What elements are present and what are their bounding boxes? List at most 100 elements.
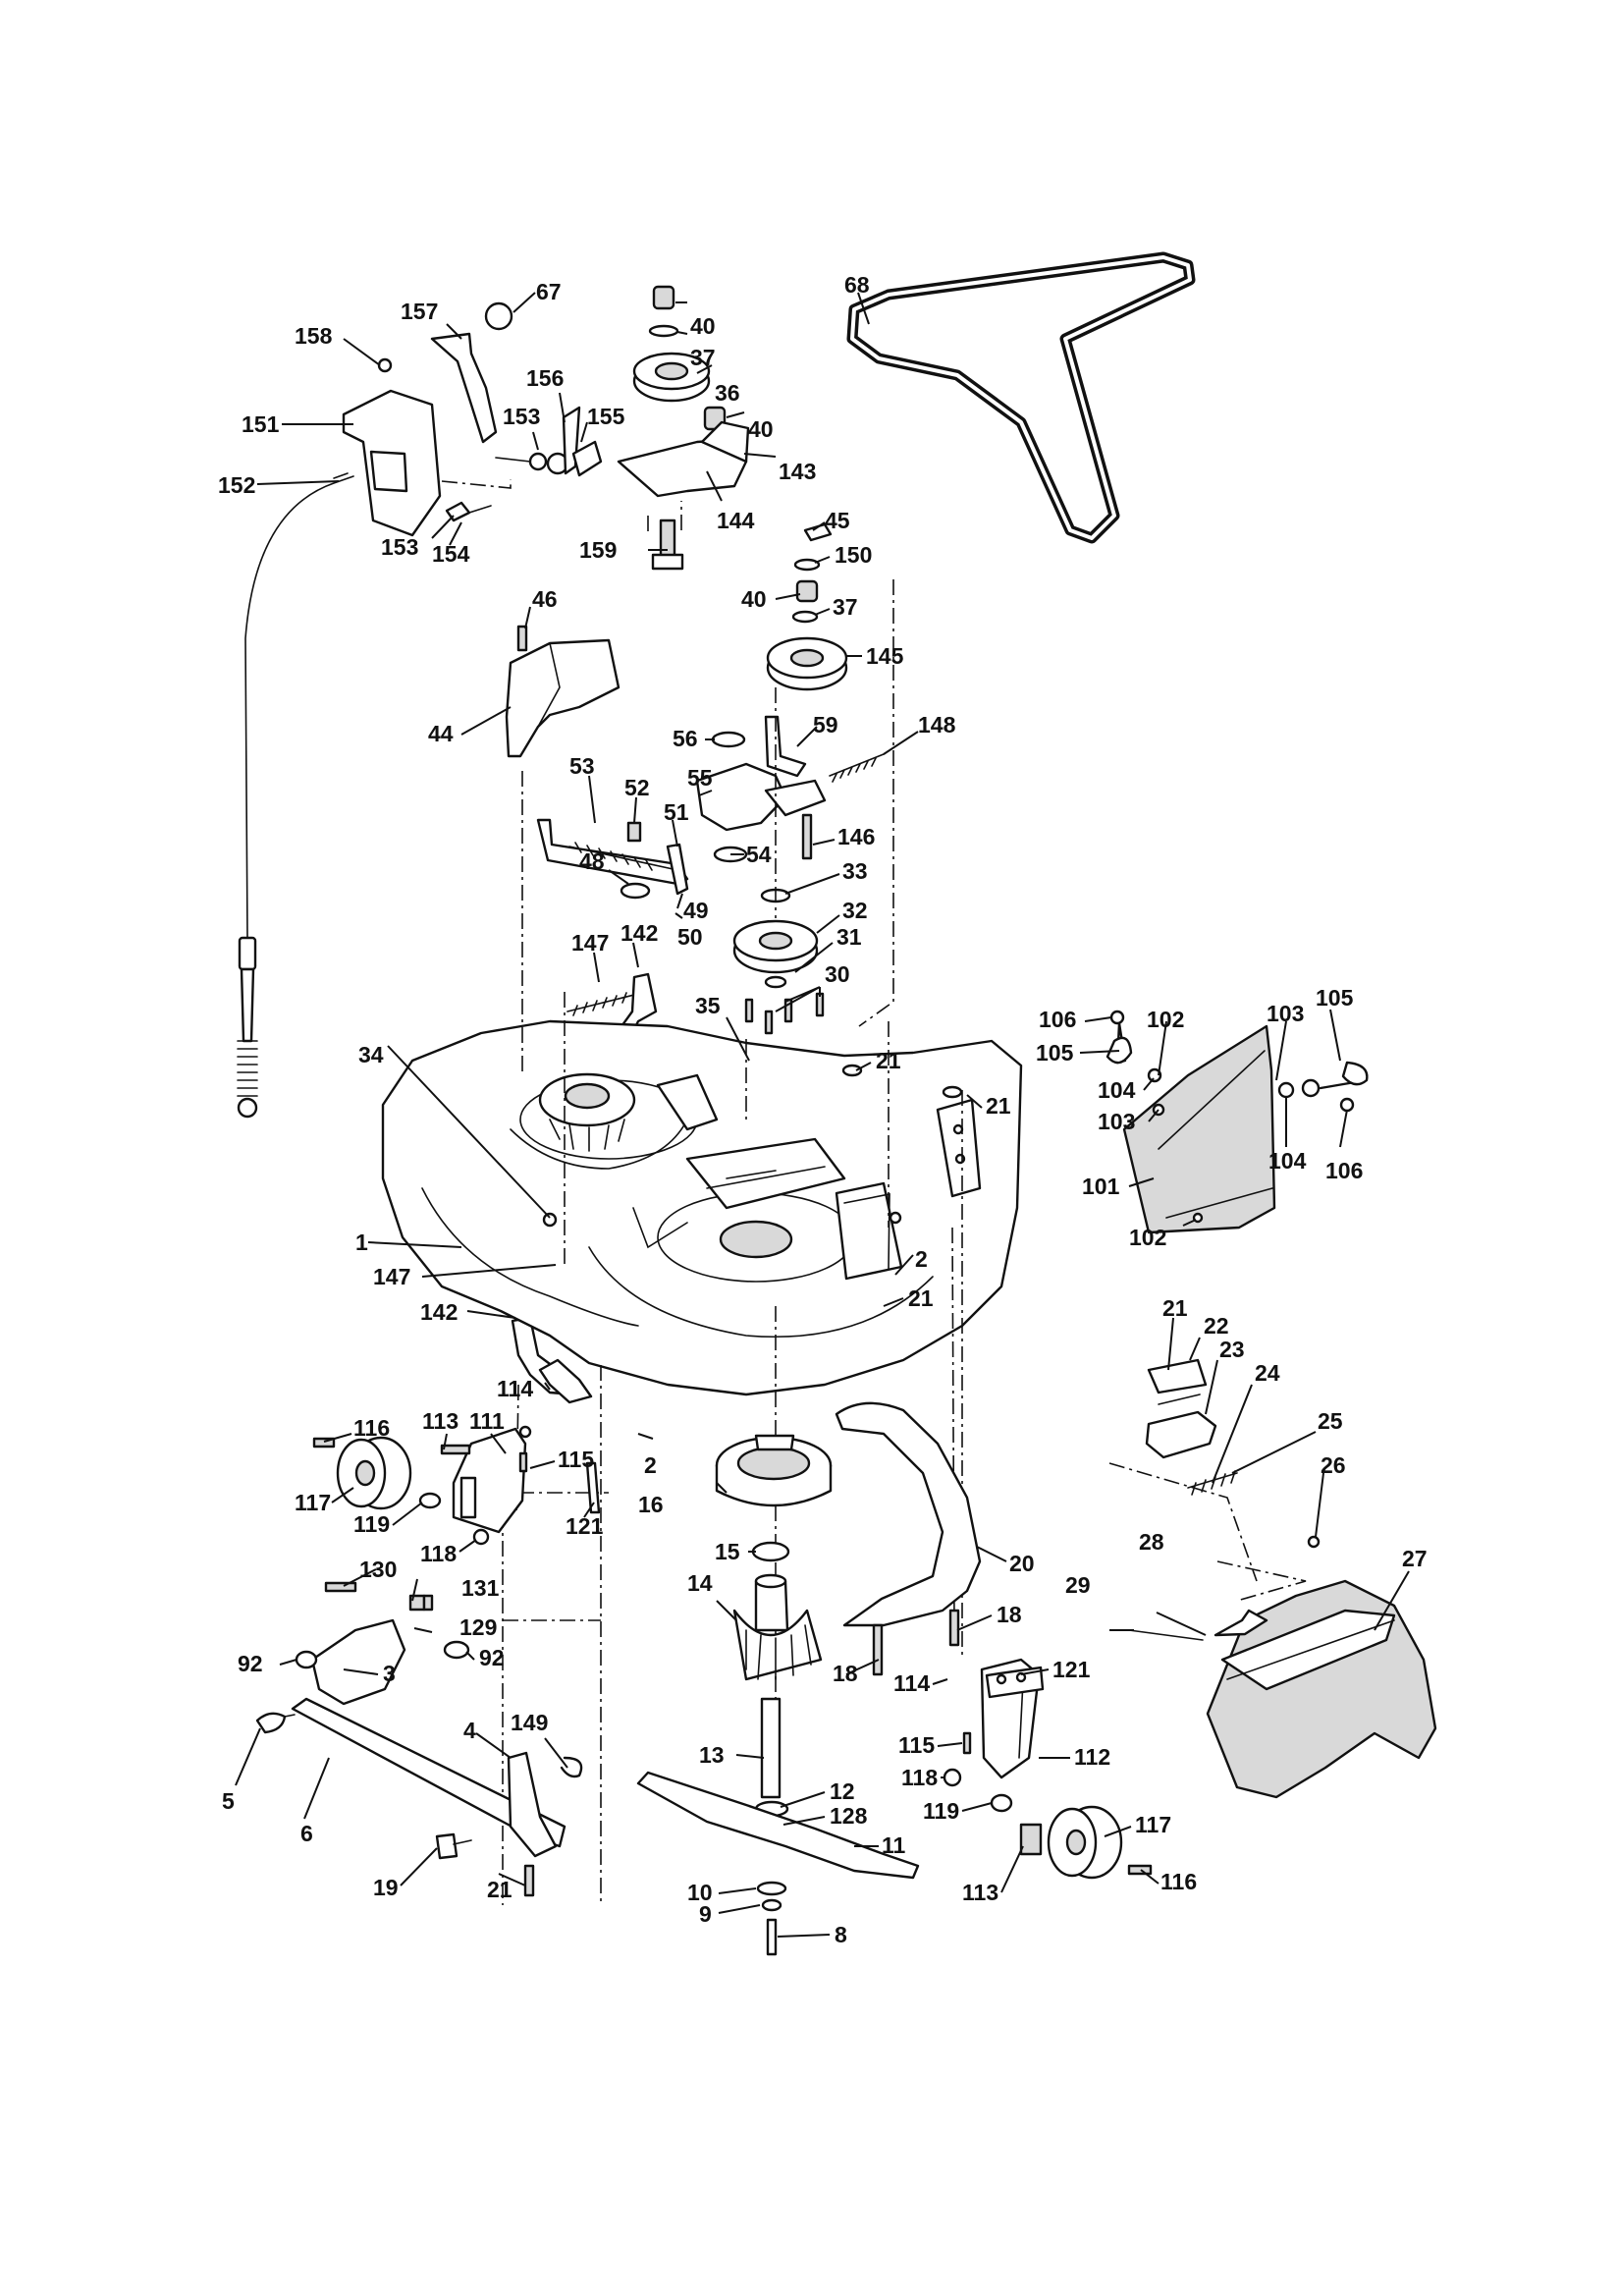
callout-147: 147 bbox=[373, 1264, 410, 1289]
callout-8: 8 bbox=[835, 1922, 847, 1947]
callout-27: 27 bbox=[1402, 1546, 1428, 1571]
callout-146: 146 bbox=[837, 824, 875, 849]
callout-9: 9 bbox=[699, 1901, 712, 1927]
callout-18: 18 bbox=[997, 1602, 1022, 1627]
callout-52: 52 bbox=[624, 775, 650, 800]
callout-21: 21 bbox=[908, 1285, 934, 1311]
callout-131: 131 bbox=[461, 1575, 500, 1601]
callout-15: 15 bbox=[715, 1539, 740, 1564]
callout-37: 37 bbox=[833, 594, 858, 620]
callout-119: 119 bbox=[923, 1798, 959, 1824]
idler-bracket-55 bbox=[695, 715, 885, 863]
callout-154: 154 bbox=[432, 541, 470, 567]
callout-105: 105 bbox=[1316, 985, 1354, 1011]
callout-113: 113 bbox=[962, 1880, 998, 1905]
callout-159: 159 bbox=[579, 537, 617, 563]
mower-deck-1 bbox=[381, 1019, 1023, 1396]
callout-103: 103 bbox=[1098, 1109, 1135, 1134]
leader-lines bbox=[235, 292, 1410, 1938]
callout-45: 45 bbox=[825, 508, 850, 533]
callout-21: 21 bbox=[876, 1048, 901, 1073]
callout-149: 149 bbox=[511, 1710, 548, 1735]
callout-55: 55 bbox=[687, 765, 713, 791]
callout-121: 121 bbox=[1052, 1657, 1091, 1682]
callout-46: 46 bbox=[532, 586, 558, 612]
callout-4: 4 bbox=[463, 1718, 476, 1743]
callout-145: 145 bbox=[866, 643, 904, 669]
callout-29: 29 bbox=[1065, 1572, 1091, 1598]
callout-24: 24 bbox=[1255, 1360, 1280, 1386]
callout-92: 92 bbox=[238, 1651, 263, 1676]
callout-13: 13 bbox=[699, 1742, 725, 1768]
callout-113: 113 bbox=[422, 1408, 458, 1434]
callout-56: 56 bbox=[673, 726, 698, 751]
callout-104: 104 bbox=[1268, 1148, 1307, 1174]
callout-119: 119 bbox=[353, 1511, 390, 1537]
callout-35: 35 bbox=[695, 993, 721, 1018]
callout-105: 105 bbox=[1036, 1040, 1074, 1066]
callout-117: 117 bbox=[1135, 1812, 1171, 1837]
idler-pulley-36-assembly bbox=[617, 285, 750, 571]
callout-3: 3 bbox=[383, 1661, 396, 1686]
callout-22: 22 bbox=[1204, 1313, 1229, 1339]
callout-54: 54 bbox=[746, 842, 772, 867]
deflector-101 bbox=[1106, 1010, 1369, 1234]
callout-156: 156 bbox=[526, 365, 564, 391]
callout-118: 118 bbox=[420, 1541, 457, 1566]
parts-artwork bbox=[237, 251, 1437, 1956]
callout-21: 21 bbox=[487, 1877, 512, 1902]
callout-53: 53 bbox=[569, 753, 595, 779]
callout-151: 151 bbox=[242, 411, 280, 437]
callout-158: 158 bbox=[295, 323, 333, 349]
spindle-assembly bbox=[636, 1434, 920, 1956]
callout-34: 34 bbox=[358, 1042, 384, 1067]
callout-102: 102 bbox=[1129, 1225, 1166, 1250]
callout-5: 5 bbox=[222, 1788, 235, 1814]
callout-103: 103 bbox=[1267, 1001, 1304, 1026]
callout-142: 142 bbox=[620, 920, 658, 946]
callout-10: 10 bbox=[687, 1880, 713, 1905]
callout-155: 155 bbox=[587, 404, 625, 429]
callout-16: 16 bbox=[638, 1492, 664, 1517]
drive-belt-68 bbox=[846, 251, 1196, 544]
callout-129: 129 bbox=[459, 1614, 497, 1640]
callout-30: 30 bbox=[825, 961, 850, 987]
callout-19: 19 bbox=[373, 1875, 399, 1900]
callout-6: 6 bbox=[300, 1821, 313, 1846]
callout-118: 118 bbox=[901, 1765, 938, 1790]
blade-guard-20 bbox=[835, 1401, 982, 1676]
callout-121: 121 bbox=[566, 1513, 604, 1539]
belt-guard-44 bbox=[505, 625, 620, 758]
callout-153: 153 bbox=[381, 534, 418, 560]
callout-92: 92 bbox=[479, 1645, 505, 1670]
callout-21: 21 bbox=[986, 1093, 1011, 1119]
callout-68: 68 bbox=[844, 272, 870, 298]
callout-150: 150 bbox=[835, 542, 872, 568]
callout-20: 20 bbox=[1009, 1551, 1035, 1576]
callout-25: 25 bbox=[1318, 1408, 1343, 1434]
callout-114: 114 bbox=[893, 1670, 930, 1696]
idler-pulley-145-assembly bbox=[766, 522, 848, 691]
callout-40: 40 bbox=[690, 313, 716, 339]
callout-40: 40 bbox=[748, 416, 774, 442]
callout-67: 67 bbox=[536, 279, 562, 304]
callout-14: 14 bbox=[687, 1570, 713, 1596]
callout-36: 36 bbox=[715, 380, 740, 406]
callout-12: 12 bbox=[830, 1778, 855, 1804]
callout-26: 26 bbox=[1321, 1452, 1346, 1478]
callout-116: 116 bbox=[1160, 1869, 1197, 1894]
callout-153: 153 bbox=[503, 404, 540, 429]
callout-157: 157 bbox=[401, 299, 438, 324]
callout-112: 112 bbox=[1074, 1744, 1110, 1770]
callout-144: 144 bbox=[717, 508, 755, 533]
callout-51: 51 bbox=[664, 799, 689, 825]
callout-59: 59 bbox=[813, 712, 838, 738]
discharge-chute-27 bbox=[1128, 1358, 1437, 1799]
callout-33: 33 bbox=[842, 858, 868, 884]
callout-114: 114 bbox=[497, 1376, 533, 1401]
callout-106: 106 bbox=[1325, 1158, 1363, 1183]
callout-101: 101 bbox=[1082, 1174, 1120, 1199]
callout-102: 102 bbox=[1147, 1007, 1184, 1032]
callout-128: 128 bbox=[830, 1803, 868, 1829]
